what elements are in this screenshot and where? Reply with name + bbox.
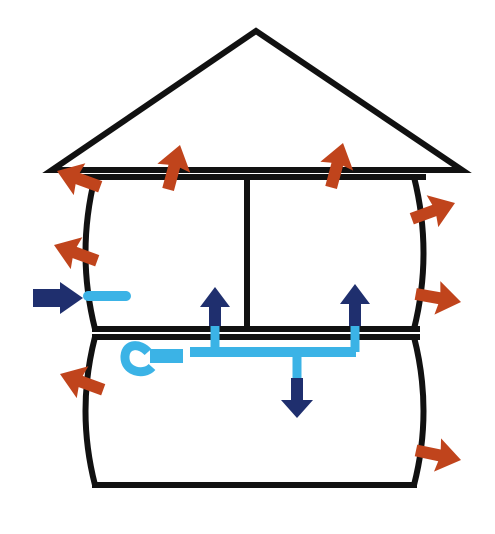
upper-right-wall — [411, 176, 427, 330]
roof — [42, 27, 472, 173]
lower-left-wall — [82, 336, 98, 486]
roof-triangle — [42, 27, 472, 173]
outside-air-inlet-arrow — [33, 282, 83, 314]
heat-loss-arrow-lower-left — [54, 358, 110, 406]
supply-up-arrow-right — [340, 284, 370, 326]
house-body — [72, 174, 427, 488]
fan-intake-hook — [120, 341, 156, 377]
heat-loss-arrow-upper-right-top — [405, 187, 461, 235]
lower-right-wall — [411, 336, 427, 486]
heat-loss-arrow-upper-left — [48, 229, 104, 277]
supply-air-arrows — [33, 282, 370, 418]
supply-down-arrow — [281, 378, 313, 418]
downward-branch-duct — [283, 347, 302, 378]
duct-system — [83, 291, 360, 378]
heat-loss-arrows — [48, 138, 465, 477]
supply-up-arrow-left — [200, 287, 230, 326]
